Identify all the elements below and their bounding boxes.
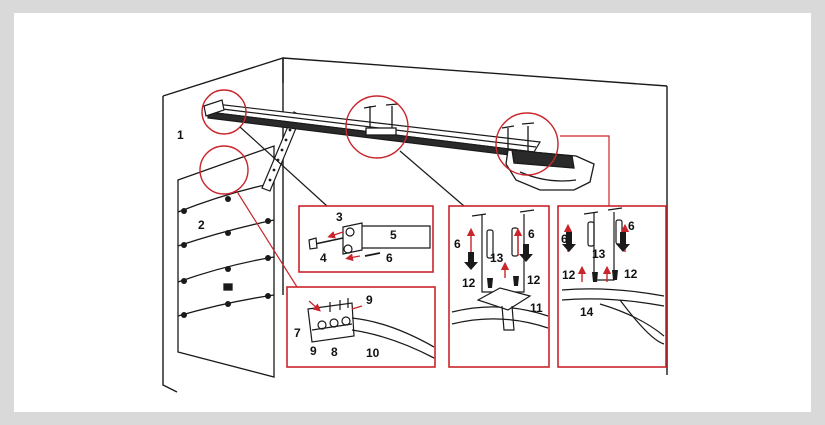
label-motor-nut-left: 6 bbox=[561, 232, 568, 246]
label-hanger-nut-left: 6 bbox=[454, 237, 461, 251]
bolt-icon bbox=[612, 270, 618, 280]
arrow-down-icon bbox=[519, 244, 533, 262]
arrow-down-icon bbox=[464, 252, 478, 270]
arrow-down-icon bbox=[562, 232, 576, 252]
label-hanger-bolt-left: 12 bbox=[462, 276, 476, 290]
label-motor-strap: 13 bbox=[592, 247, 606, 261]
garage-walls bbox=[162, 57, 668, 393]
label-clevis-pin-top: 9 bbox=[366, 293, 373, 307]
detail-box-hanger-motor: 6 6 13 12 12 14 bbox=[557, 205, 667, 368]
callout-circle-door bbox=[199, 145, 249, 195]
bolt-icon bbox=[308, 237, 318, 250]
label-hanger-strap: 13 bbox=[490, 251, 504, 265]
arrow-down-icon bbox=[616, 232, 630, 252]
label-door: 2 bbox=[198, 218, 205, 232]
detail-box-door-bracket: 9 7 9 8 10 bbox=[286, 286, 436, 368]
callout-circle-header bbox=[201, 89, 247, 135]
label-bracket-hole: 3 bbox=[336, 210, 343, 224]
door-handle bbox=[223, 283, 233, 291]
leader-lines bbox=[235, 126, 610, 288]
callout-circle-hanger-mid bbox=[345, 95, 409, 159]
detail-box-header-bracket: 3 5 4 6 bbox=[298, 205, 434, 273]
motor-unit bbox=[505, 149, 595, 191]
label-motor-bolt-right: 12 bbox=[624, 267, 638, 281]
garage-opener-installation-diagram: 3 5 4 6 9 7 9 8 10 bbox=[162, 57, 668, 393]
label-hanger-nut-right: 6 bbox=[528, 227, 535, 241]
label-door-bracket: 8 bbox=[331, 345, 338, 359]
left-wall-outline bbox=[162, 96, 178, 393]
diagram-frame: 3 5 4 6 9 7 9 8 10 bbox=[14, 13, 811, 412]
garage-door bbox=[177, 145, 275, 378]
label-clevis-pin-bottom: 9 bbox=[310, 344, 317, 358]
bolt-icon bbox=[487, 278, 493, 288]
label-motor-unit: 14 bbox=[580, 305, 594, 319]
label-nut: 6 bbox=[386, 251, 393, 265]
label-bolt: 4 bbox=[320, 251, 327, 265]
bolt-icon bbox=[513, 276, 519, 286]
back-wall-top bbox=[282, 57, 668, 87]
label-wall: 1 bbox=[177, 128, 184, 142]
label-hanger-bolt-right: 12 bbox=[527, 273, 541, 287]
bolt-icon bbox=[592, 272, 598, 282]
detail-box-hanger-middle: 6 6 13 12 12 11 bbox=[448, 205, 550, 368]
ceiling-hanger-middle bbox=[363, 103, 399, 136]
callout-circles bbox=[199, 89, 559, 195]
label-motor-bolt-left: 12 bbox=[562, 268, 576, 282]
header-bracket-small bbox=[203, 99, 225, 117]
label-header-bracket: 5 bbox=[390, 228, 397, 242]
callout-circle-hanger-right bbox=[495, 112, 559, 176]
label-door-bracket-pin: 7 bbox=[294, 326, 301, 340]
label-rail: 11 bbox=[530, 301, 543, 315]
label-door-arm: 10 bbox=[366, 346, 380, 360]
label-motor-nut-right: 6 bbox=[628, 219, 635, 233]
door-panel bbox=[177, 145, 275, 378]
